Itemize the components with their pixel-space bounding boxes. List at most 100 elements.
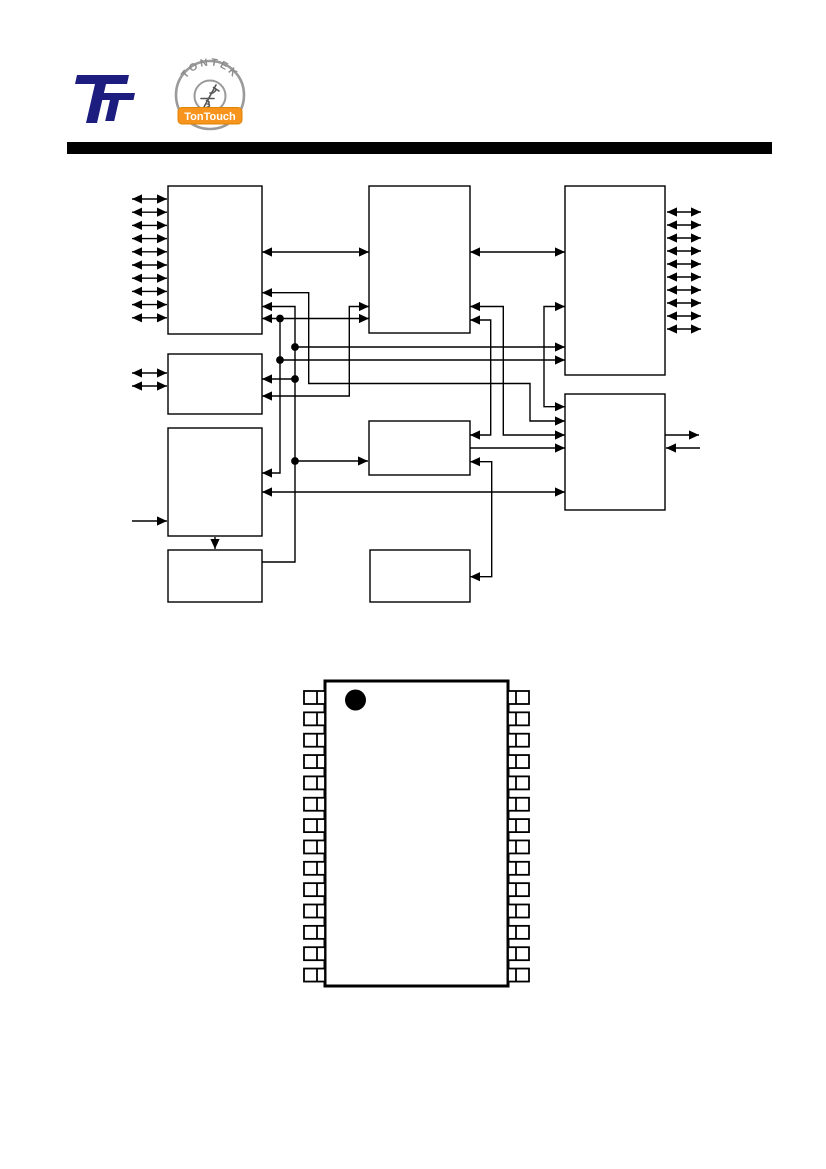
right-io-bus-head bbox=[691, 285, 701, 295]
pin-right-10 bbox=[507, 882, 530, 898]
left-io-bus-head bbox=[157, 273, 167, 283]
link-a-b-mid-head bbox=[359, 313, 369, 324]
pin-right-5 bbox=[507, 775, 530, 791]
header-rule bbox=[67, 142, 772, 154]
left-io-bus-head bbox=[157, 286, 167, 296]
pin-right-8 bbox=[507, 839, 530, 855]
right-io-bus-head bbox=[691, 324, 701, 334]
right-io-bus-head bbox=[667, 311, 677, 321]
link-e-g-link-head bbox=[555, 487, 565, 497]
pin-right-1 bbox=[507, 690, 530, 705]
pin-right-11 bbox=[507, 903, 530, 919]
left-io-bus-head bbox=[157, 260, 167, 270]
left-io-bus-head bbox=[157, 300, 167, 310]
pin-left-5 bbox=[303, 775, 326, 791]
pin-left-3 bbox=[303, 732, 326, 748]
pin-left-11 bbox=[303, 903, 326, 919]
block-block-center bbox=[368, 420, 471, 476]
link-a-g-link-head bbox=[555, 416, 565, 426]
left-mid-bus-head bbox=[157, 381, 167, 391]
link-branch-to-f-head bbox=[358, 456, 368, 466]
right-io-bus-head bbox=[667, 220, 677, 230]
right-io-bus-head bbox=[667, 207, 677, 217]
junction-dot bbox=[276, 356, 284, 364]
right-io-bus-head bbox=[667, 285, 677, 295]
link-ext-g-in-head bbox=[666, 443, 676, 453]
link-b-f-link bbox=[470, 319, 492, 436]
pin-left-6 bbox=[303, 796, 326, 812]
left-io-bus-head bbox=[132, 207, 142, 217]
pin-right-6 bbox=[507, 796, 530, 812]
right-io-bus-head bbox=[667, 233, 677, 243]
link-f-i-link-head bbox=[470, 572, 480, 582]
right-io-bus-head bbox=[691, 220, 701, 230]
block-block-bottom-left bbox=[167, 549, 263, 603]
right-io-bus-head bbox=[667, 259, 677, 269]
pin-right-2 bbox=[507, 711, 530, 727]
pin-left-2 bbox=[303, 711, 326, 727]
link-f-i-link bbox=[470, 461, 493, 578]
pin1-indicator bbox=[345, 689, 366, 711]
pin-left-12 bbox=[303, 924, 326, 940]
pin-left-4 bbox=[303, 754, 326, 769]
link-c-g-link-head bbox=[555, 301, 565, 312]
left-io-bus-head bbox=[132, 247, 142, 257]
link-b-d-link-head bbox=[359, 301, 369, 312]
tontouch-banner bbox=[177, 107, 243, 125]
block-block-left-lower bbox=[167, 427, 263, 537]
link-branch-to-c2-head bbox=[555, 355, 565, 365]
left-io-bus-head bbox=[157, 207, 167, 217]
left-io-bus-head bbox=[157, 194, 167, 204]
junction-dot bbox=[291, 457, 299, 465]
link-b-g-link-head bbox=[555, 430, 565, 440]
right-io-bus-head bbox=[691, 233, 701, 243]
link-b-d-link-head bbox=[262, 391, 272, 401]
link-b-g-link-head bbox=[470, 301, 480, 312]
block-io-right-top bbox=[564, 185, 666, 376]
link-e-h-link-head bbox=[210, 539, 220, 549]
tontek-logo: TONTEK TonTouch bbox=[174, 56, 246, 131]
pin-left-1 bbox=[303, 690, 326, 705]
right-io-bus-head bbox=[691, 298, 701, 308]
link-c-g-link bbox=[543, 305, 565, 408]
link-b-g-link bbox=[470, 305, 565, 436]
left-mid-bus-head bbox=[132, 368, 142, 378]
tontouch-banner-text: TonTouch bbox=[184, 111, 236, 123]
junction-dot bbox=[276, 314, 284, 323]
left-io-bus-head bbox=[132, 286, 142, 296]
tt-logo-glyphs bbox=[75, 75, 135, 123]
pin-right-12 bbox=[507, 924, 530, 940]
left-io-bus-head bbox=[157, 234, 167, 244]
block-block-bottom-mid bbox=[369, 549, 471, 603]
link-branch-to-e-head bbox=[262, 468, 272, 478]
link-branch-to-d-head bbox=[262, 374, 272, 384]
pin-left-9 bbox=[303, 860, 326, 876]
link-a-g-link bbox=[262, 292, 565, 422]
pin-left-8 bbox=[303, 839, 326, 855]
left-mid-bus-head bbox=[157, 368, 167, 378]
right-io-bus-head bbox=[691, 207, 701, 217]
link-clock-trunk bbox=[262, 305, 296, 563]
left-io-bus-head bbox=[157, 313, 167, 323]
package-body bbox=[323, 679, 510, 988]
link-a-g-link-head bbox=[262, 288, 272, 298]
link-ext-g-out-head bbox=[689, 430, 699, 440]
tt-logo bbox=[75, 75, 135, 123]
pin-left-14 bbox=[303, 967, 326, 983]
right-io-bus-head bbox=[667, 272, 677, 282]
pin-right-7 bbox=[507, 818, 530, 833]
right-io-bus-head bbox=[691, 311, 701, 321]
link-a-b-top-head bbox=[262, 247, 272, 257]
right-io-bus-head bbox=[691, 246, 701, 256]
right-io-bus-head bbox=[667, 324, 677, 334]
pin-right-13 bbox=[507, 946, 530, 962]
right-io-bus-head bbox=[667, 298, 677, 308]
pin-right-14 bbox=[507, 967, 530, 983]
left-io-bus-head bbox=[132, 220, 142, 230]
link-e-g-link-head bbox=[262, 487, 272, 497]
left-io-bus-head bbox=[132, 260, 142, 270]
left-io-bus-head bbox=[132, 313, 142, 323]
right-io-bus-head bbox=[691, 272, 701, 282]
